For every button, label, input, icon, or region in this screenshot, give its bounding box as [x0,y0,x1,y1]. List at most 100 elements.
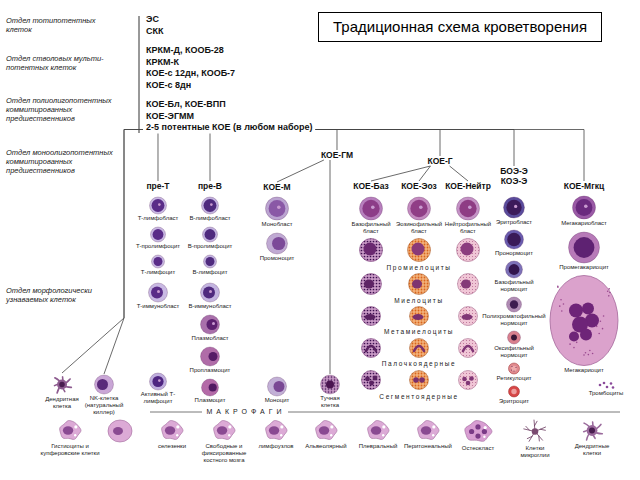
vacuole [280,434,282,436]
macrophage-body [418,421,439,440]
cell-node: лимфоузлов [259,418,294,450]
granule [602,328,604,330]
cell-body [532,428,539,435]
cell-drawing [266,233,287,254]
cell-nucleus [569,332,579,342]
vacuole [330,425,333,428]
cell-illustration [210,418,238,443]
cell-nucleus [362,200,379,217]
precursor-header: КОЕ-ГМ [321,150,353,160]
label-holder: Промиелоциты [385,264,452,271]
cell-nucleus [272,237,285,250]
cell-drawing [151,227,166,242]
macrophage-body [266,421,287,440]
cell-body [569,232,600,263]
nucleolus [157,290,160,293]
lineage-connector [450,166,468,181]
vacuole [176,434,178,436]
label-holder: Палочкоядерные [381,360,457,367]
cell-label: Проплазмоцит [190,367,231,374]
stage-label: Миелоциты [393,297,444,304]
cell-nucleus [469,376,474,381]
cell-nucleus [319,426,329,434]
granule [585,352,587,354]
granulocyte-cell [410,339,429,358]
cell-body [200,283,219,302]
cell-node: Пронормоцит [495,229,533,257]
cell-nucleus [482,429,487,434]
granule [576,342,578,344]
cell-illustration [150,254,166,269]
cell-drawing [504,230,523,249]
cell-nucleus [462,377,467,382]
cell-drawing [316,421,337,440]
cell-node: Т-иммунобласт [137,282,180,310]
cell-body [504,230,523,249]
section-label: Отдел стволовых мульти-потентных клеток [6,54,116,72]
cell-drawing [524,420,546,441]
cell-body [507,297,522,312]
cell-nucleus [461,243,474,256]
cell-label: Моноцит [265,397,290,404]
lineage-connector [316,130,514,167]
stem-cell-label: КРКМ-К [146,57,313,69]
label-holder: Отдел полиолигопотентных коммитированных… [6,96,116,123]
cell-label: Плазмобласт [191,335,228,342]
band-label: МАКРОФАГИ [202,408,287,416]
cell-illustration [503,229,525,250]
cell-node: Промегакариоцит [559,231,609,271]
cell-node: Моноцит [265,376,290,404]
cell-nucleus [371,426,381,434]
cell-body [321,375,340,394]
cell-body [360,197,383,220]
label-holder: Сегментоядерные [378,393,459,400]
granulocyte-cell [459,371,478,390]
granulocyte-cell [362,307,381,326]
cell-label: Перитонеальный [404,443,452,450]
cell-drawing [60,421,81,440]
precursor-label: КОЕ-ГМ [321,150,353,160]
granule [603,315,605,317]
cell-nucleus [204,199,217,212]
cell-body [457,197,480,220]
cell-illustration [149,226,167,243]
cell-nucleus [413,377,419,383]
vacuole [228,434,230,436]
cell-body [57,380,67,390]
cell-illustration [56,418,84,443]
title-text: Традиционная схема кроветворения [333,18,587,36]
cell-node: Т-пролимфоцит [136,226,180,250]
cell-body [201,197,218,214]
cell-label: Остеокласт [461,445,495,452]
label-holder: Метамиелоциты [383,328,455,335]
cell-nucleus [274,381,285,392]
reticulum-dot [513,371,514,372]
cell-node: Эритроцит [499,385,529,405]
cell-label: Эритробласт [496,219,532,226]
cell-center [511,389,516,394]
cell-nucleus [152,199,165,212]
cell-body [149,197,166,214]
platelet [603,382,606,385]
cell-body [508,363,519,374]
cell-drawing [572,196,595,219]
cell-nucleus [589,428,595,434]
vacuole [228,425,231,428]
cell-center [511,366,516,371]
cell-body [201,315,220,334]
cell-illustration [158,418,186,443]
stage-label: Промиелоциты [385,264,452,271]
cell-node: Плазмобласт [191,314,228,342]
cell-label: NK-клетка (натуральный киллер) [82,395,126,416]
cell-node: В-лимфобласт [189,196,230,222]
cell-label: Пронормоцит [495,250,533,257]
precursor-header: КОЕ-Мгкц [564,181,604,191]
nucleolus [584,205,588,209]
nucleolus [158,203,161,206]
cell-drawing [268,377,287,396]
cell-illustration [502,196,526,219]
cell-nucleus [475,433,480,438]
cell-illustration [50,373,74,396]
cell-node: Тромбоциты [589,381,624,397]
cell-node: Дендритные клетки [570,418,614,457]
